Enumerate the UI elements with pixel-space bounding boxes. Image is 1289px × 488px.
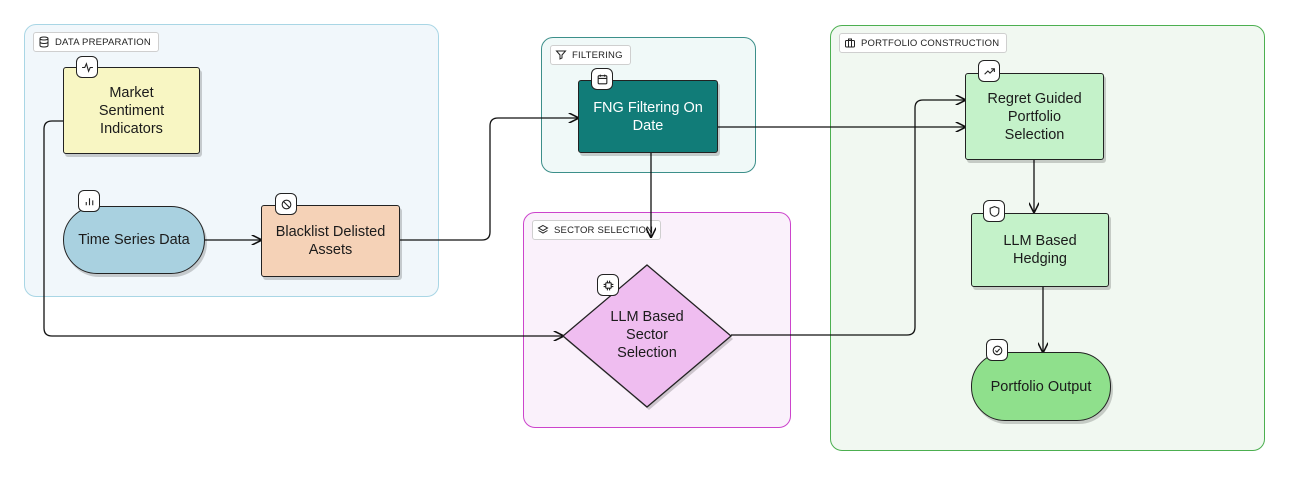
shield-icon: [983, 200, 1005, 222]
group-title: DATA PREPARATION: [55, 36, 151, 48]
node-label: Market Sentiment Indicators: [98, 84, 165, 137]
edge-blacklist-to-fng-filtering: [400, 118, 578, 241]
activity-icon: [76, 56, 98, 78]
node-label: Regret Guided Portfolio Selection: [987, 90, 1082, 143]
group-label-sector-selection: SECTOR SELECTION: [532, 220, 662, 240]
group-title: FILTERING: [572, 49, 623, 61]
chip-icon: [597, 274, 619, 296]
node-fng-filtering-on-date[interactable]: FNG Filtering On Date: [578, 80, 718, 153]
layers-icon: [537, 224, 549, 234]
node-llm-based-sector-selection[interactable]: [557, 259, 737, 413]
edge-sector-selection-to-regret-guided: [731, 100, 965, 336]
ban-icon: [275, 193, 297, 215]
group-label-portfolio-construction: PORTFOLIO CONSTRUCTION: [839, 33, 1008, 53]
node-blacklist-delisted-assets[interactable]: Blacklist Delisted Assets: [261, 205, 400, 277]
bar-chart-icon: [78, 190, 100, 212]
trending-up-icon: [978, 60, 1000, 82]
node-regret-guided-portfolio-selection[interactable]: Regret Guided Portfolio Selection: [965, 73, 1104, 160]
node-label: Time Series Data: [78, 232, 190, 248]
node-time-series-data[interactable]: Time Series Data: [63, 206, 205, 274]
node-portfolio-output[interactable]: Portfolio Output: [971, 352, 1111, 421]
node-llm-sector-label-box: LLM Based Sector Selection: [591, 304, 703, 366]
node-label: Portfolio Output: [990, 378, 1092, 395]
node-label: Blacklist Delisted Assets: [275, 224, 386, 258]
filter-icon: [555, 50, 567, 60]
node-llm-based-hedging[interactable]: LLM Based Hedging: [971, 213, 1109, 287]
node-label: LLM Based Sector Selection: [610, 309, 684, 361]
group-label-data-preparation: DATA PREPARATION: [33, 32, 159, 52]
group-title: SECTOR SELECTION: [554, 224, 654, 236]
check-circle-icon: [986, 339, 1008, 361]
briefcase-icon: [845, 38, 855, 48]
calendar-icon: [591, 68, 613, 90]
group-label-filtering: FILTERING: [550, 45, 631, 65]
edge-market-sentiment-to-sector-selection: [43, 120, 563, 336]
group-title: PORTFOLIO CONSTRUCTION: [861, 37, 1000, 49]
node-label: LLM Based Hedging: [1003, 233, 1077, 267]
node-market-sentiment-indicators[interactable]: Market Sentiment Indicators: [63, 67, 200, 154]
node-label: FNG Filtering On Date: [593, 99, 703, 134]
database-icon: [39, 36, 49, 48]
